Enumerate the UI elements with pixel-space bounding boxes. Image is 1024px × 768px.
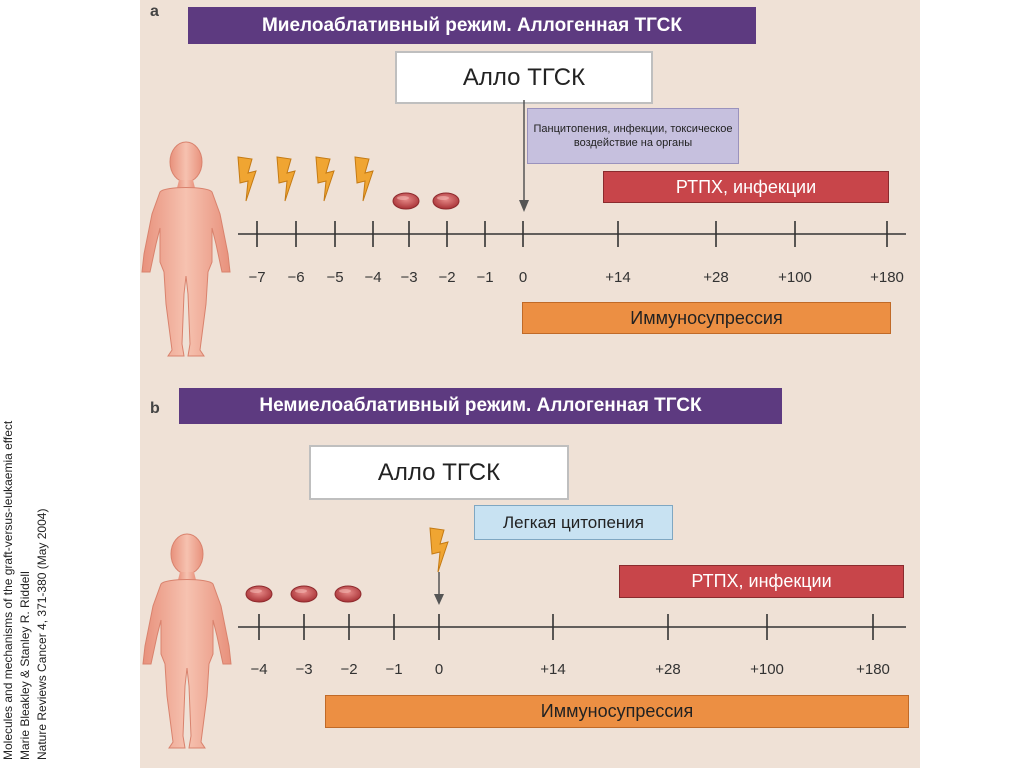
- arrow-head: [434, 594, 444, 605]
- timeline-tick-label: +28: [703, 269, 728, 286]
- panel-b-ticks: −4 −3 −2 −1 0 +14 +28 +100 +180: [250, 614, 890, 678]
- panel-b-letter: b: [150, 400, 160, 417]
- timeline-tick-label: −3: [295, 661, 312, 678]
- lightning-bolt-icon: [354, 156, 374, 202]
- panel-a-immuno-bar: Иммуносупрессия: [522, 302, 891, 334]
- panel-a-gvhd-bar: РТПХ, инфекции: [603, 171, 889, 203]
- lightning-bolt-icon: [429, 527, 449, 573]
- panel-a-title: Миелоаблативный режим. Аллогенная ТГСК: [188, 7, 756, 44]
- panel-b-cytopenia-note: Легкая цитопения: [474, 505, 673, 540]
- timeline-tick-label: −3: [400, 269, 417, 286]
- human-figure-icon: [141, 141, 231, 357]
- panel-a-letter: a: [150, 3, 159, 20]
- timeline-tick-label: +14: [605, 269, 630, 286]
- timeline-tick-label: −2: [438, 269, 455, 286]
- lightning-bolt-icon: [315, 156, 335, 202]
- panel-b-immuno-bar: Иммуносупрессия: [325, 695, 909, 728]
- timeline-tick-label: 0: [435, 661, 443, 678]
- timeline-tick-label: −6: [287, 269, 304, 286]
- chemo-pill-icon: [392, 192, 420, 210]
- timeline-tick-label: +180: [870, 269, 904, 286]
- timeline-tick-label: −5: [326, 269, 343, 286]
- lightning-bolt-icon: [237, 156, 257, 202]
- chemo-pill-icon: [290, 585, 318, 603]
- arrow-head: [519, 200, 529, 212]
- timeline-tick-label: −2: [340, 661, 357, 678]
- human-figure-icon: [142, 533, 232, 749]
- panel-a-toxicity-note: Панцитопения, инфекции, токсическое возд…: [527, 108, 739, 164]
- timeline-tick-label: +100: [778, 269, 812, 286]
- timeline-tick-label: −7: [248, 269, 265, 286]
- panel-b-title: Немиелоаблативный режим. Аллогенная ТГСК: [179, 388, 782, 424]
- timeline-tick-label: −4: [364, 269, 381, 286]
- timeline-tick-label: +180: [856, 661, 890, 678]
- timeline-tick-label: −4: [250, 661, 267, 678]
- lightning-bolt-icon: [276, 156, 296, 202]
- timeline-tick-label: +14: [540, 661, 565, 678]
- timeline-tick-label: +28: [655, 661, 680, 678]
- chemo-pill-icon: [334, 585, 362, 603]
- timeline-tick-label: −1: [476, 269, 493, 286]
- timeline-tick-label: −1: [385, 661, 402, 678]
- timeline-tick-label: +100: [750, 661, 784, 678]
- panel-b-gvhd-bar: РТПХ, инфекции: [619, 565, 904, 598]
- panel-a-allo-box: Алло ТГСК: [395, 51, 653, 104]
- chemo-pill-icon: [432, 192, 460, 210]
- chemo-pill-icon: [245, 585, 273, 603]
- panel-b-allo-box: Алло ТГСК: [309, 445, 569, 500]
- timeline-tick-label: 0: [519, 269, 527, 286]
- panel-a-ticks: −7 −6 −5 −4 −3 −2 −1 0 +14 +28 +100 +180: [248, 221, 904, 286]
